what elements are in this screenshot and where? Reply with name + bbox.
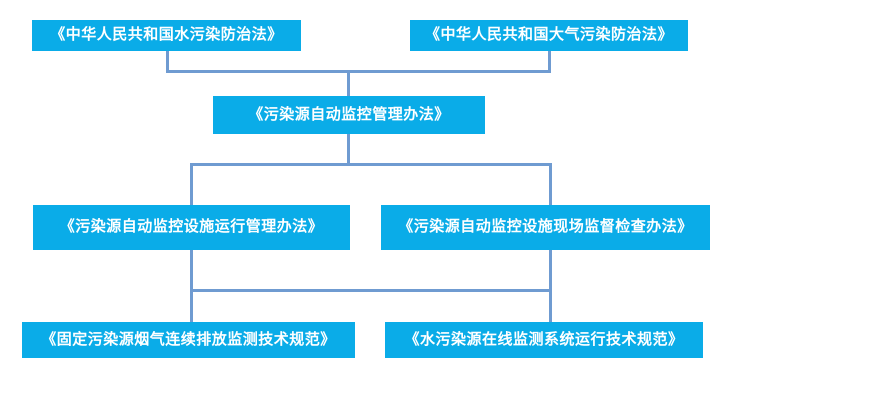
- node-facility-operation-management-measures[interactable]: 《污染源自动监控设施运行管理办法》: [33, 205, 350, 250]
- node-stationary-source-cems-technical-spec[interactable]: 《固定污染源烟气连续排放监测技术规范》: [22, 322, 355, 358]
- connector-water-law-down: [166, 51, 169, 73]
- connector-level2-bus: [190, 163, 552, 166]
- connector-down-to-auto-mgmt: [347, 70, 350, 99]
- connector-level1-bus: [166, 70, 551, 73]
- connector-auto-mgmt-down: [347, 134, 350, 166]
- connector-down-to-cems-spec: [190, 289, 193, 325]
- node-water-online-monitoring-technical-spec[interactable]: 《水污染源在线监测系统运行技术规范》: [385, 322, 703, 358]
- connector-level3-bus: [190, 289, 552, 292]
- connector-down-to-water-spec: [549, 289, 552, 325]
- connector-air-law-down: [548, 51, 551, 73]
- node-onsite-supervision-inspection-measures[interactable]: 《污染源自动监控设施现场监督检查办法》: [381, 205, 710, 250]
- connector-down-to-facility-ops: [190, 163, 193, 208]
- connector-down-to-onsite-inspect: [549, 163, 552, 208]
- connector-facility-ops-down: [190, 250, 193, 292]
- node-water-pollution-law[interactable]: 《中华人民共和国水污染防治法》: [32, 20, 301, 51]
- connector-onsite-inspect-down: [549, 250, 552, 292]
- node-auto-monitoring-management-measures[interactable]: 《污染源自动监控管理办法》: [213, 96, 485, 134]
- node-air-pollution-law[interactable]: 《中华人民共和国大气污染防治法》: [410, 20, 688, 51]
